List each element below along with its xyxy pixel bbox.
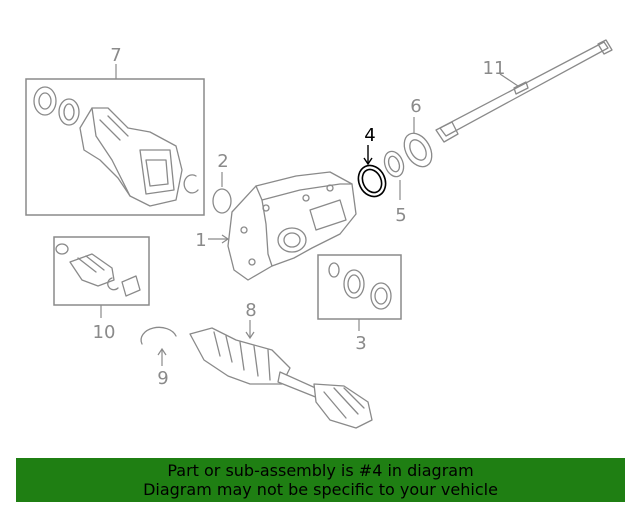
callout-11: 11 bbox=[483, 58, 506, 79]
part-10-boot-kit[interactable] bbox=[53, 236, 150, 318]
callout-2: 2 bbox=[217, 151, 228, 172]
banner-line-2: Diagram may not be specific to your vehi… bbox=[143, 480, 498, 499]
callout-6: 6 bbox=[410, 96, 421, 117]
callout-8: 8 bbox=[245, 300, 256, 321]
part-2-ring[interactable] bbox=[212, 172, 232, 214]
callout-4: 4 bbox=[364, 125, 375, 146]
part-9-snap-ring[interactable] bbox=[140, 326, 177, 366]
callout-5: 5 bbox=[395, 205, 406, 226]
callout-10: 10 bbox=[93, 322, 116, 343]
banner-line-1: Part or sub-assembly is #4 in diagram bbox=[167, 461, 474, 480]
part-11-shaft[interactable] bbox=[435, 39, 613, 143]
part-1-differential[interactable] bbox=[208, 171, 357, 281]
info-banner: Part or sub-assembly is #4 in diagram Di… bbox=[16, 458, 625, 502]
part-6-flange[interactable] bbox=[399, 117, 438, 172]
part-7-kit[interactable] bbox=[25, 64, 205, 216]
callout-7: 7 bbox=[110, 45, 121, 66]
callout-3: 3 bbox=[355, 333, 366, 354]
part-5-washer[interactable] bbox=[381, 149, 407, 200]
callout-9: 9 bbox=[157, 368, 168, 389]
part-4-seal[interactable] bbox=[353, 145, 390, 201]
part-8-cv-axle[interactable] bbox=[189, 320, 373, 429]
part-3-kit[interactable] bbox=[317, 254, 402, 331]
parts-diagram: 7 2 1 4 5 6 bbox=[25, 39, 613, 429]
callout-1: 1 bbox=[195, 230, 206, 251]
